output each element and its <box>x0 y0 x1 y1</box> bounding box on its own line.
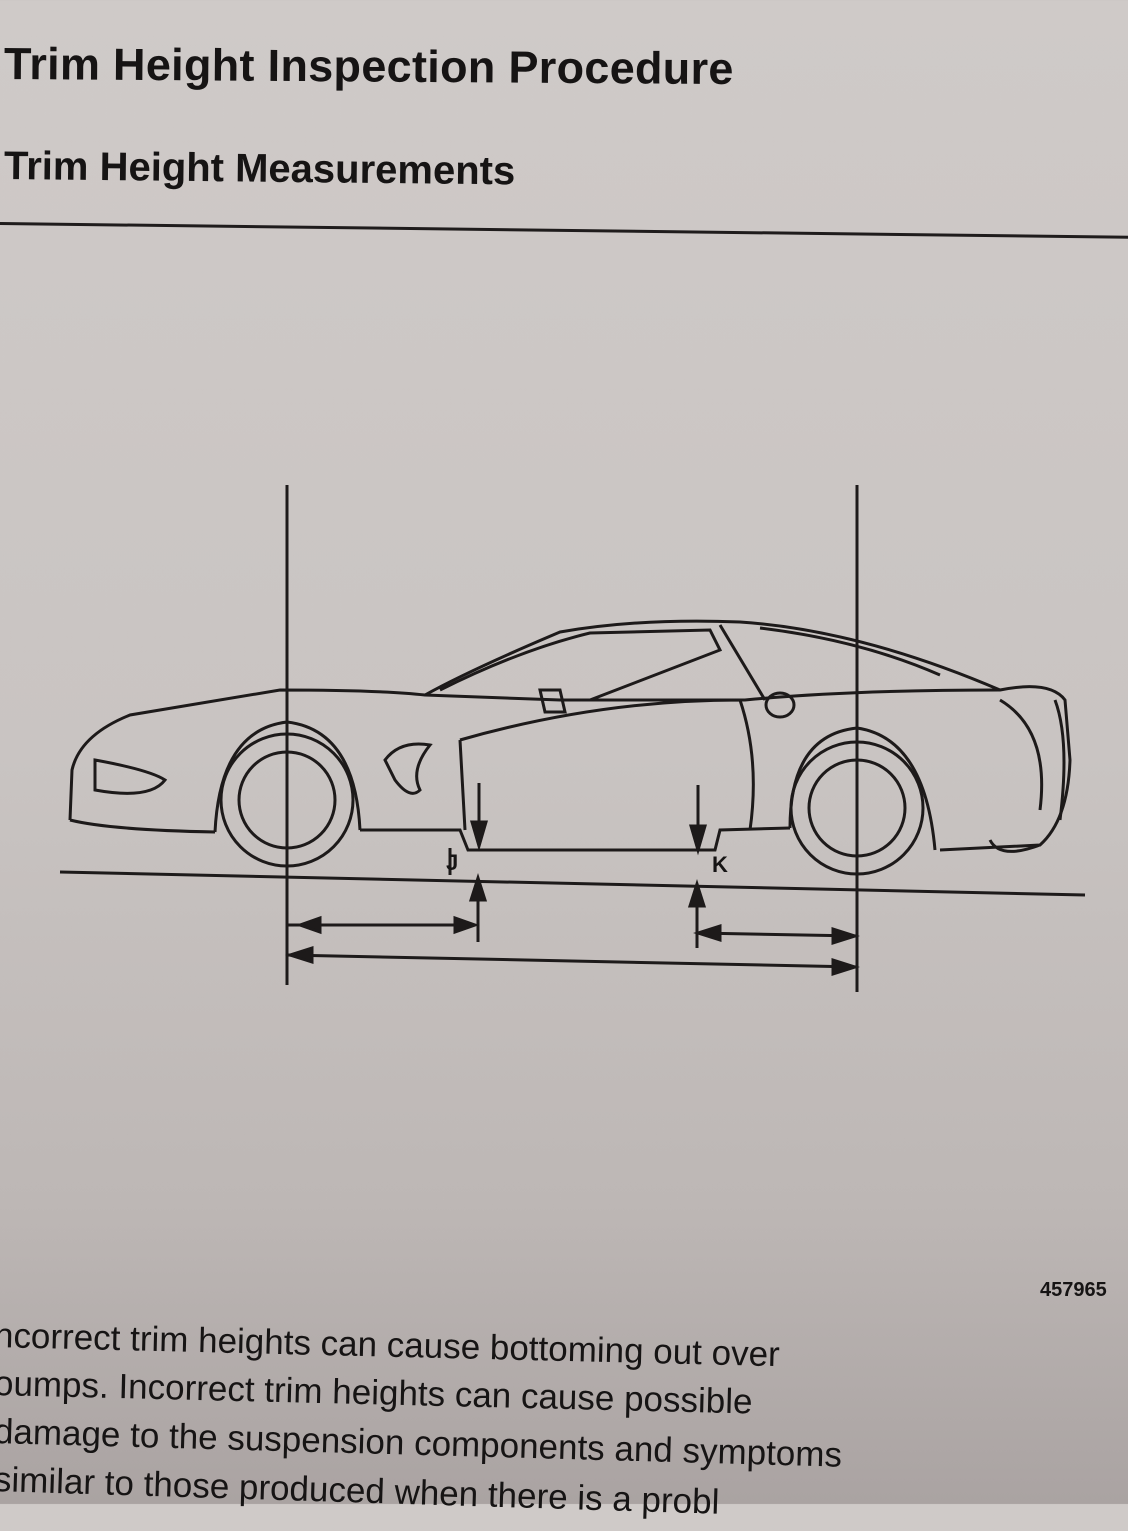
headlight <box>93 758 168 795</box>
windshield <box>439 628 723 702</box>
label-k: K <box>712 852 728 877</box>
body-paragraph: ncorrect trim heights can cause bottomin… <box>0 1312 843 1522</box>
ground-line <box>59 870 1086 897</box>
dimension-wheelbase <box>285 945 860 977</box>
rear-marker <box>764 691 796 719</box>
mirror <box>538 688 567 714</box>
side-vent <box>383 742 433 795</box>
roof-line <box>424 688 1001 702</box>
dimension-k-to-rear <box>693 923 860 946</box>
label-j: J <box>446 850 459 875</box>
j-measurement <box>448 783 488 942</box>
figure-number: 457965 <box>1040 1279 1107 1301</box>
car-body <box>68 619 1072 853</box>
rear-window <box>718 624 941 701</box>
door <box>458 698 755 831</box>
k-measurement <box>687 785 707 948</box>
dimension-front-to-j <box>287 915 480 935</box>
rear-bumper <box>999 698 1066 821</box>
